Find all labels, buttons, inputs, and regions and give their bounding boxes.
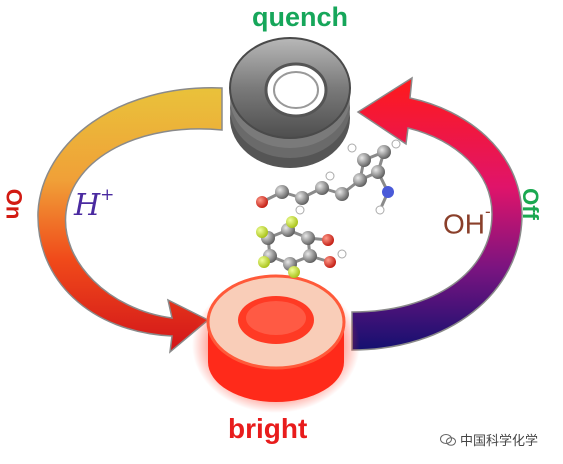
acid-symbol: H bbox=[74, 188, 101, 223]
bright-ring-icon bbox=[192, 274, 360, 413]
watermark: 中国科学化学 bbox=[440, 430, 538, 449]
watermark-text: 中国科学化学 bbox=[460, 433, 539, 448]
off-label: Off bbox=[517, 188, 543, 220]
molecule-atoms bbox=[256, 139, 401, 278]
quench-label: quench bbox=[252, 2, 349, 32]
on-label: On bbox=[1, 188, 27, 220]
base-charge: - bbox=[485, 202, 491, 221]
wechat-icon bbox=[440, 434, 456, 446]
acid-charge: + bbox=[100, 185, 115, 205]
molecule-icon bbox=[261, 150, 390, 266]
quench-ring-icon bbox=[229, 37, 351, 168]
on-arrow bbox=[37, 87, 223, 354]
base-label: OH- bbox=[443, 202, 491, 240]
off-arrow bbox=[351, 76, 523, 351]
acid-label: H+ bbox=[74, 185, 115, 223]
base-symbol: OH bbox=[443, 208, 485, 240]
bright-label: bright bbox=[228, 413, 308, 444]
